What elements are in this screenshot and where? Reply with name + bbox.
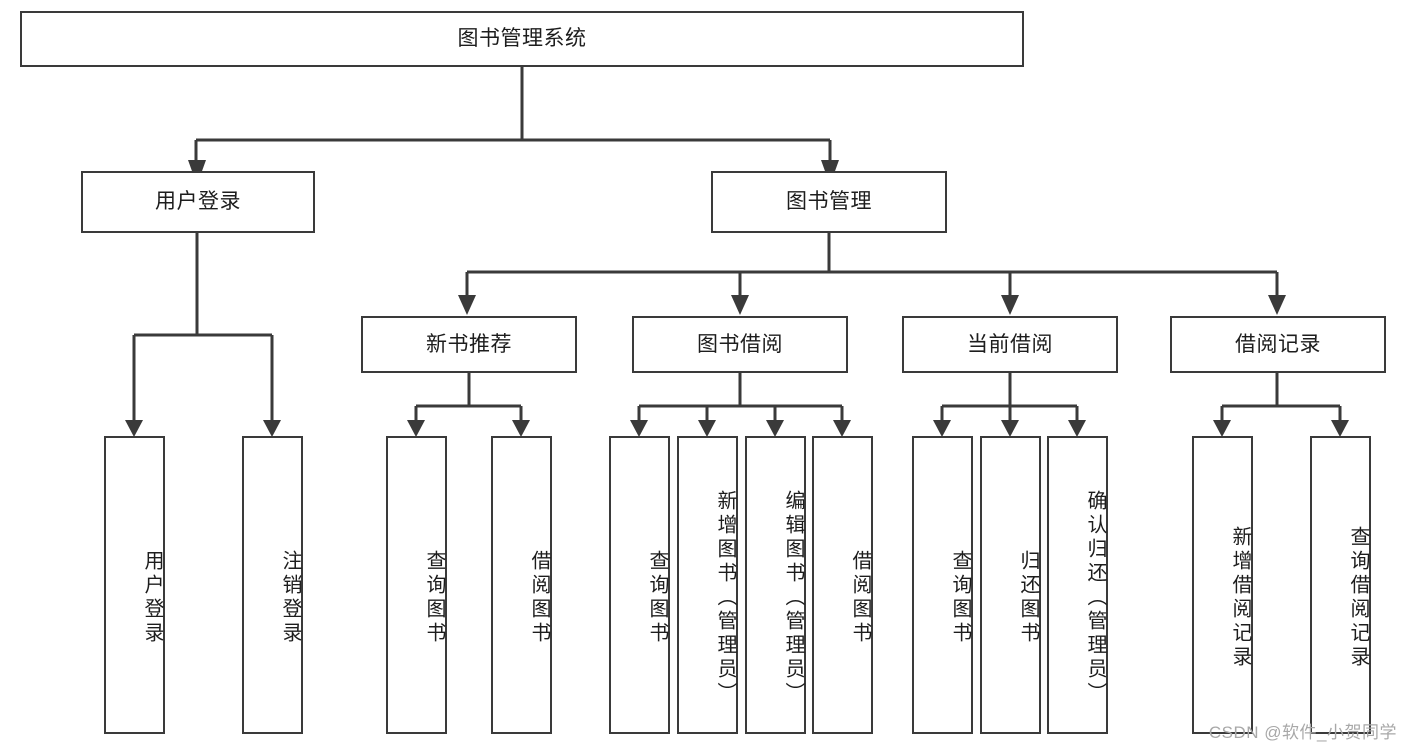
leaf-current-borrow-query[interactable]: 查询图书 [912,436,973,734]
leaf-user-login-login[interactable]: 用户登录 [104,436,165,734]
node-label: 图书管理 [786,190,872,214]
node-label: 查询图书 [423,550,445,646]
node-label: 借阅记录 [1235,332,1321,356]
node-label: 归还图书 [1017,550,1039,646]
leaf-book-borrow-borrow[interactable]: 借阅图书 [812,436,873,734]
leaf-new-book-borrow[interactable]: 借阅图书 [491,436,552,734]
leaf-borrow-record-query[interactable]: 查询借阅记录 [1310,436,1371,734]
node-current-borrow[interactable]: 当前借阅 [902,316,1118,373]
leaf-book-borrow-edit[interactable]: 编辑图书（管理员） [745,436,806,734]
node-user-login[interactable]: 用户登录 [81,171,315,233]
node-label: 用户登录 [155,190,241,214]
node-label: 新书推荐 [426,332,512,356]
node-label: 确认归还（管理员） [1084,490,1106,706]
node-label: 查询图书 [646,550,668,646]
node-label: 当前借阅 [967,332,1053,356]
node-label: 查询借阅记录 [1347,526,1369,670]
leaf-current-borrow-return[interactable]: 归还图书 [980,436,1041,734]
csdn-watermark: CSDN @软件_小贺同学 [1208,723,1397,742]
leaf-current-borrow-confirm[interactable]: 确认归还（管理员） [1047,436,1108,734]
node-label: 用户登录 [141,550,163,646]
leaf-borrow-record-add[interactable]: 新增借阅记录 [1192,436,1253,734]
node-book-management[interactable]: 图书管理 [711,171,947,233]
node-label: 编辑图书（管理员） [782,490,804,706]
node-book-borrow[interactable]: 图书借阅 [632,316,848,373]
node-label: 图书管理系统 [457,27,587,51]
node-label: 注销登录 [279,550,301,646]
node-root-system[interactable]: 图书管理系统 [20,11,1024,67]
node-label: 新增借阅记录 [1229,526,1251,670]
node-new-book-recommend[interactable]: 新书推荐 [361,316,577,373]
node-label: 查询图书 [949,550,971,646]
node-label: 新增图书（管理员） [714,490,736,706]
node-label: 图书借阅 [697,332,783,356]
leaf-book-borrow-query[interactable]: 查询图书 [609,436,670,734]
leaf-user-login-logout[interactable]: 注销登录 [242,436,303,734]
leaf-book-borrow-add[interactable]: 新增图书（管理员） [677,436,738,734]
node-label: 借阅图书 [528,550,550,646]
node-label: 借阅图书 [849,550,871,646]
leaf-new-book-query[interactable]: 查询图书 [386,436,447,734]
node-borrow-record[interactable]: 借阅记录 [1170,316,1386,373]
